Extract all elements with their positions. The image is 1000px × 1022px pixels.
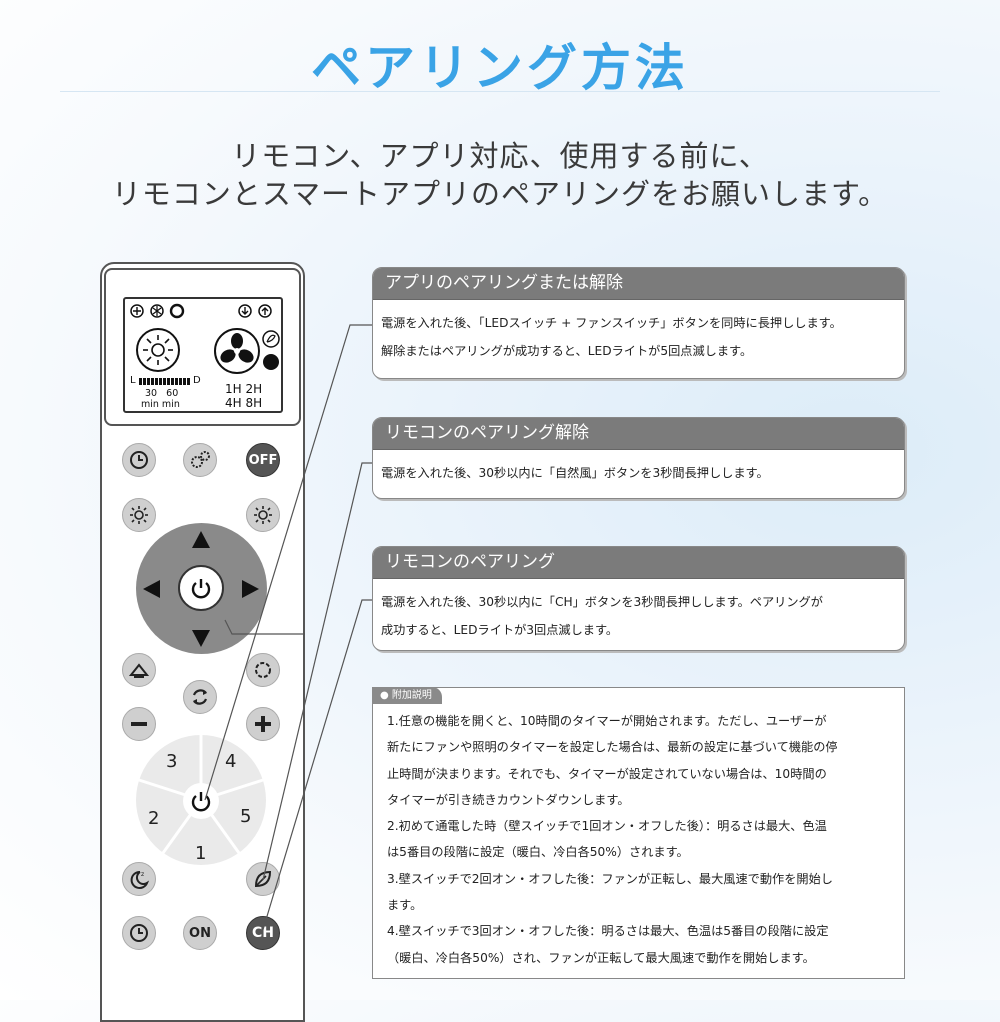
card-remote-unpair: リモコンのペアリング解除 電源を入れた後、30秒以内に「自然風」ボタンを3秒間長… (372, 417, 905, 499)
note-line: 止時間が決まります。それでも、タイマーが設定されていない場合は、10時間の (387, 766, 827, 781)
timer-button[interactable] (122, 443, 156, 477)
clock-icon (130, 924, 148, 942)
lcd-fan-direction-icons (238, 304, 272, 318)
wheel-speed-2[interactable]: 2 (148, 808, 160, 829)
lamp-mode-button[interactable] (122, 653, 156, 687)
arrow-down-button[interactable] (192, 630, 210, 647)
lcd-timer-units: min min (141, 399, 180, 410)
additional-notes-text: 1.任意の機能を開くと、10時間のタイマーが開始されます。ただし、ユーザーが 新… (387, 708, 899, 971)
light-bright-button[interactable] (246, 498, 280, 532)
moon-icon: z (130, 870, 150, 889)
note-line: 1.任意の機能を開くと、10時間のタイマーが開始されます。ただし、ユーザーが (387, 714, 827, 728)
fan-timer-button[interactable] (122, 916, 156, 950)
card-remote-unpair-line-1: 電源を入れた後、30秒以内に「自然風」ボタンを3秒間長押しします。 (381, 466, 769, 480)
sleep-mode-button[interactable]: z (122, 862, 156, 896)
card-app-pairing-line-2: 解除またはペアリングが成功すると、LEDライトが5回点滅します。 (381, 344, 753, 358)
card-app-pairing-line-1: 電源を入れた後、「LEDスイッチ + ファンスイッチ」ボタンを同時に長押しします… (381, 316, 842, 330)
on-button[interactable]: ON (183, 916, 217, 950)
fan-power-button[interactable] (183, 783, 219, 819)
settings-button[interactable] (183, 443, 217, 477)
lcd-fan-icon (214, 328, 260, 374)
card-app-pairing-body: 電源を入れた後、「LEDスイッチ + ファンスイッチ」ボタンを同時に長押しします… (373, 300, 904, 365)
card-remote-pairing: リモコンのペアリング 電源を入れた後、30秒以内に「CH」ボタンを3秒間長押しし… (372, 546, 905, 651)
sun-bright-icon (254, 506, 272, 524)
card-remote-pairing-line-2: 成功すると、LEDライトが3回点滅します。 (381, 623, 619, 637)
note-line: （暖白、冷白各50%）され、ファンが正転して最大風速で動作を開始します。 (387, 950, 815, 965)
wheel-speed-3[interactable]: 3 (166, 751, 178, 772)
wheel-speed-4[interactable]: 4 (225, 751, 237, 772)
lcd-hours-row-1: 1H 2H (225, 382, 263, 396)
color-cycle-button[interactable] (246, 653, 280, 687)
additional-notes-box (372, 687, 905, 979)
note-line: 新たにファンや照明のタイマーを設定した場合は、最新の設定に基づいて機能の停 (387, 740, 838, 755)
note-line: ます。 (387, 898, 423, 913)
arrow-left-button[interactable] (143, 580, 160, 598)
subtitle-line-2: リモコンとスマートアプリのペアリングをお願いします。 (111, 177, 889, 211)
ch-button[interactable]: CH (246, 916, 280, 950)
natural-wind-button[interactable] (246, 862, 280, 896)
card-app-pairing-title: アプリのペアリングまたは解除 (373, 268, 904, 300)
minus-icon (131, 722, 147, 726)
minus-button[interactable] (122, 707, 156, 741)
subtitle: リモコン、アプリ対応、使用する前に、 リモコンとスマートアプリのペアリングをお願… (0, 137, 1000, 213)
refresh-icon (192, 689, 208, 705)
gears-icon (191, 451, 210, 468)
lcd-natural-sleep-icons (262, 330, 280, 370)
note-line: 2.初めて通電した時（壁スイッチで1回オン・オフした後）：明るさは最大、色温 (387, 819, 827, 834)
clock-icon (130, 451, 148, 469)
sun-dim-icon (130, 506, 148, 524)
lcd-bar-right-label: D (193, 375, 201, 386)
card-remote-unpair-title: リモコンのペアリング解除 (373, 418, 904, 450)
fan-reverse-button[interactable] (183, 680, 217, 714)
power-icon (191, 579, 211, 599)
power-icon (191, 792, 211, 812)
subtitle-line-1: リモコン、アプリ対応、使用する前に、 (231, 139, 769, 173)
wheel-speed-1[interactable]: 1 (195, 843, 207, 864)
lcd-bar-left-label: L (130, 375, 136, 386)
arrow-right-button[interactable] (242, 580, 259, 598)
note-line: タイマーが引き続きカウントダウンします。 (387, 792, 630, 807)
cycle-dots-icon (255, 662, 271, 678)
light-power-button[interactable] (178, 565, 224, 611)
lcd-hours-row-2: 4H 8H (225, 396, 263, 410)
card-remote-pairing-line-1: 電源を入れた後、30秒以内に「CH」ボタンを3秒間長押しします。ペアリングが (381, 595, 823, 609)
note-line: 4.壁スイッチで3回オン・オフした後：明るさは最大、色温は5番目の段階に設定 (387, 924, 829, 939)
lcd-light-icon (136, 328, 180, 372)
off-button[interactable]: OFF (246, 443, 280, 477)
additional-notes-tab: ● 附加説明 (372, 687, 442, 704)
remote-lcd-display: L D 30 60 min min 1H 2H 4H 8H (123, 297, 283, 413)
lcd-mode-icons (130, 303, 185, 319)
note-line: は5番目の段階に設定（暖白、冷白各50%）されます。 (387, 845, 689, 860)
leaf-icon (254, 870, 272, 888)
plus-icon (255, 716, 271, 732)
card-remote-pairing-body: 電源を入れた後、30秒以内に「CH」ボタンを3秒間長押しします。ペアリングが 成… (373, 579, 904, 644)
page-title: ペアリング方法 (311, 38, 689, 97)
card-remote-unpair-body: 電源を入れた後、30秒以内に「自然風」ボタンを3秒間長押しします。 (373, 450, 904, 487)
note-line: 3.壁スイッチで2回オン・オフした後：ファンが正転し、最大風速で動作を開始し (387, 871, 833, 886)
title-divider (60, 91, 940, 92)
svg-text:z: z (141, 871, 144, 878)
arrow-up-button[interactable] (192, 531, 210, 548)
light-dim-button[interactable] (122, 498, 156, 532)
card-remote-pairing-title: リモコンのペアリング (373, 547, 904, 579)
lcd-timer-values: 30 60 (145, 388, 179, 399)
wheel-speed-5[interactable]: 5 (240, 806, 252, 827)
card-app-pairing: アプリのペアリングまたは解除 電源を入れた後、「LEDスイッチ + ファンスイッ… (372, 267, 905, 379)
lcd-level-bar (139, 378, 191, 385)
lamp-icon (128, 663, 150, 678)
